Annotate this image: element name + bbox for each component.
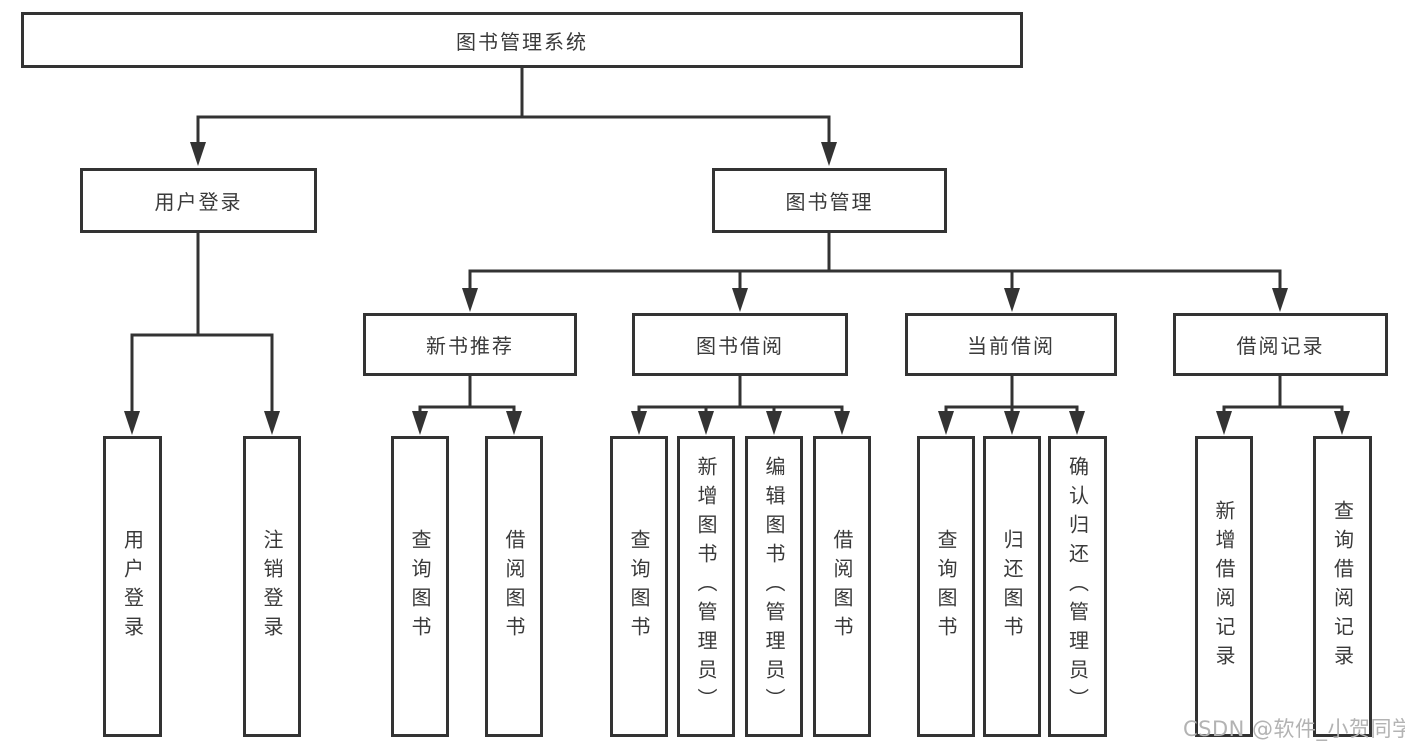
node-user-login: 用户登录 [80,168,317,233]
leaf-query-books-borrow: 查询图书 [610,436,668,737]
leaf-query-books-recommend: 查询图书 [391,436,449,737]
leaf-confirm-return-admin: 确认归还（管理员） [1048,436,1107,737]
leaf-borrow-books-recommend: 借阅图书 [485,436,543,737]
leaf-user-login: 用户登录 [103,436,162,737]
node-book-borrow: 图书借阅 [632,313,848,376]
leaf-add-borrow-record: 新增借阅记录 [1195,436,1253,737]
leaf-query-borrow-record: 查询借阅记录 [1313,436,1372,737]
node-root: 图书管理系统 [21,12,1023,68]
node-book-management: 图书管理 [712,168,947,233]
watermark-text: CSDN @软件_小贺同学 [1183,717,1405,741]
leaf-logout: 注销登录 [243,436,301,737]
leaf-edit-book-admin: 编辑图书（管理员） [745,436,803,737]
leaf-return-book: 归还图书 [983,436,1041,737]
node-borrow-records: 借阅记录 [1173,313,1388,376]
tree-connectors [124,66,1350,435]
leaf-add-book-admin: 新增图书（管理员） [677,436,735,737]
node-new-book-recommend: 新书推荐 [363,313,577,376]
node-current-borrow: 当前借阅 [905,313,1117,376]
leaf-query-books-current: 查询图书 [917,436,975,737]
leaf-borrow-books: 借阅图书 [813,436,871,737]
